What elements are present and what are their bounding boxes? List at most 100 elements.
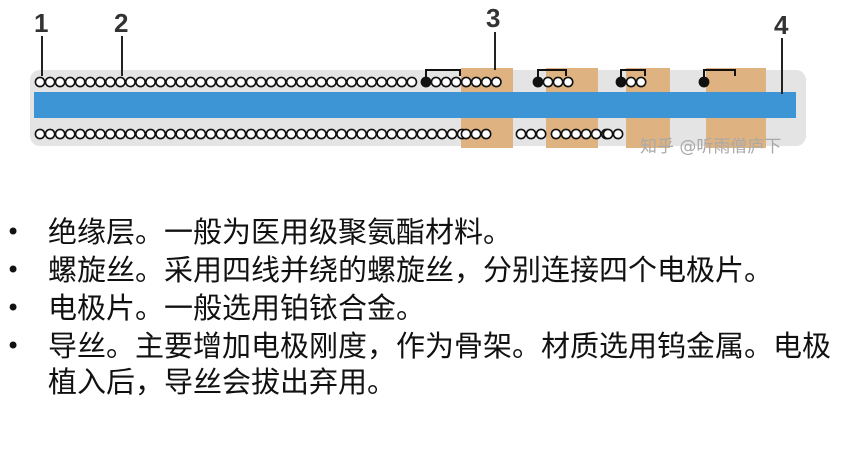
- coil-ring: [305, 76, 317, 88]
- coil-ring: [275, 128, 287, 140]
- coil-ring: [386, 128, 398, 140]
- note-text: 导丝。主要增加电极刚度，作为骨架。材质选用钨金属。电极植入后，导丝会拔出弃用。: [48, 329, 832, 399]
- coil-ring: [562, 76, 574, 88]
- coil-ring: [580, 128, 592, 140]
- coil-ring: [295, 76, 307, 88]
- coil-ring: [185, 76, 197, 88]
- coil-ring: [635, 76, 647, 88]
- coil-ring: [104, 128, 116, 140]
- legend-notes: •绝缘层。一般为医用级聚氨酯材料。 •螺旋丝。采用四线并绕的螺旋丝，分别连接四个…: [0, 214, 868, 402]
- note-item-electrode: •电极片。一般选用铂铱合金。: [6, 291, 426, 325]
- coil-ring: [450, 76, 462, 88]
- coil-ring: [336, 76, 347, 88]
- coil-ring: [295, 128, 307, 140]
- coil-ring: [175, 128, 187, 140]
- coil-ring: [255, 76, 267, 88]
- coil-ring: [34, 76, 46, 88]
- coil-ring: [436, 128, 448, 140]
- coil-ring: [356, 76, 367, 88]
- coil-ring: [366, 128, 378, 140]
- coil-ring: [155, 76, 166, 88]
- coil-ring: [74, 76, 86, 88]
- coil-ring: [54, 76, 66, 88]
- coil-ring: [515, 128, 527, 140]
- coil-ring: [336, 128, 347, 140]
- coil-ring: [135, 128, 146, 140]
- note-item-insulation: •绝缘层。一般为医用级聚氨酯材料。: [6, 215, 513, 249]
- coil-ring: [406, 76, 418, 88]
- coil-ring: [84, 128, 96, 140]
- coil-ring: [315, 128, 327, 140]
- coil-ring: [235, 128, 247, 140]
- coil-ring: [225, 76, 237, 88]
- coil-ring: [54, 128, 66, 140]
- coil-ring: [84, 76, 96, 88]
- coil-ring: [205, 76, 217, 88]
- guide-wire-core: [34, 92, 796, 118]
- coil-ring: [265, 128, 277, 140]
- callout-2: 2: [114, 8, 128, 38]
- coil-ring: [34, 128, 46, 140]
- watermark: 知乎 @听雨僧庐下: [640, 137, 781, 157]
- coil-connector-1: [425, 69, 461, 82]
- coil-ring: [305, 128, 317, 140]
- coil-ring: [480, 128, 492, 140]
- coil-ring: [44, 76, 56, 88]
- coil-ring: [525, 128, 537, 140]
- electrode-lead-diagram: 1 2 3 4 知乎 @听雨僧庐下: [30, 3, 806, 157]
- coil-ring: [315, 76, 327, 88]
- coil-ring: [135, 76, 146, 88]
- coil-ring: [145, 76, 156, 88]
- coil-ring: [285, 76, 297, 88]
- coil-ring: [346, 76, 357, 88]
- coil-ring: [245, 76, 257, 88]
- coil-ring: [285, 128, 297, 140]
- coil-ring: [570, 128, 582, 140]
- coil-ring: [64, 76, 76, 88]
- coil-ring: [115, 128, 126, 140]
- coil-ring: [215, 128, 227, 140]
- coil-ring: [560, 128, 572, 140]
- coil-ring: [195, 128, 207, 140]
- coil-ring: [535, 128, 547, 140]
- coil-ring: [480, 76, 492, 88]
- coil-ring: [406, 128, 418, 140]
- coil-ring: [326, 76, 337, 88]
- coil-ring: [64, 128, 76, 140]
- coil-ring: [460, 128, 472, 140]
- coil-ring: [245, 128, 257, 140]
- coil-ring: [446, 128, 458, 140]
- coil-connector-3: [620, 69, 646, 82]
- coil-ring: [396, 128, 408, 140]
- coil-ring: [542, 76, 554, 88]
- coil-ring: [490, 76, 502, 88]
- coil-ring: [185, 128, 197, 140]
- coil-ring: [155, 128, 166, 140]
- coil-ring: [430, 76, 442, 88]
- coil-ring: [74, 128, 86, 140]
- coil-ring: [145, 128, 156, 140]
- note-text: 螺旋丝。采用四线并绕的螺旋丝，分别连接四个电极片。: [48, 253, 774, 287]
- coil-ring: [235, 76, 247, 88]
- coil-ring: [396, 76, 408, 88]
- note-text: 电极片。一般选用铂铱合金。: [48, 291, 426, 325]
- coil-ring: [346, 128, 357, 140]
- coil-ring: [125, 76, 136, 88]
- guide-wire: [34, 92, 796, 118]
- coil-ring: [386, 76, 398, 88]
- coil-ring: [165, 76, 177, 88]
- coil-ring: [590, 128, 602, 140]
- coil-ring: [104, 76, 116, 88]
- coil-ring: [612, 128, 624, 140]
- coil-ring: [115, 76, 126, 88]
- coil-ring: [165, 128, 177, 140]
- coil-ring: [550, 128, 562, 140]
- coil-ring: [440, 76, 452, 88]
- coil-ring: [426, 128, 438, 140]
- coil-ring: [470, 76, 482, 88]
- coil-ring: [265, 76, 277, 88]
- coil-ring: [470, 128, 482, 140]
- coil-ring: [460, 76, 472, 88]
- coil-ring: [225, 128, 237, 140]
- coil-ring: [376, 76, 388, 88]
